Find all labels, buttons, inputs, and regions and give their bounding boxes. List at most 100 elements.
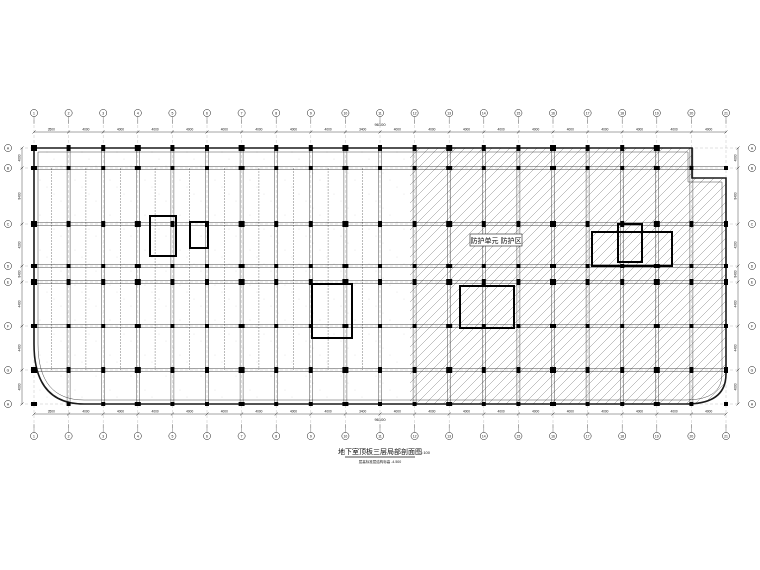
dot [263,368,265,370]
left-dim-label: 4400 [18,344,22,351]
dot [235,340,237,342]
hatch-line [410,148,565,404]
column [446,221,453,227]
column [66,166,71,170]
column [308,367,313,373]
dot [137,207,139,209]
hatch-line [410,148,610,404]
dot [256,291,258,293]
dot [67,172,69,174]
left-axis-label: F [7,324,9,328]
dot [158,228,160,230]
dot [144,389,146,391]
dot [319,214,321,216]
column [446,279,453,285]
zone-label-box [469,233,523,247]
dot [263,158,265,160]
left-dim-tick [20,264,24,268]
column [689,367,694,373]
dot [375,340,377,342]
column [31,367,37,373]
hatch-line [613,148,726,404]
column [689,279,694,285]
hatch-line [586,148,726,404]
dot [102,312,104,314]
bottom-axis-label: 15 [517,434,521,438]
column [550,221,556,227]
right-dim-tick [736,402,740,406]
dot [333,263,335,265]
right-axis-label: E [751,280,754,284]
top-dim-label: 4000 [636,128,643,132]
column [481,279,486,285]
dot [298,228,300,230]
dot [144,249,146,251]
dot [340,375,342,377]
dot [165,340,167,342]
column [238,145,245,151]
hatch-line [410,148,655,404]
dot [228,263,230,265]
top-dim-label: 4000 [186,128,193,132]
dot [235,375,237,377]
dot [319,319,321,321]
top-dim-tick [239,130,244,134]
dot [46,396,48,398]
hatch-line [532,148,726,404]
dot [144,214,146,216]
column [412,402,417,406]
hatch-line [568,148,726,404]
dot [172,277,174,279]
column [134,166,141,170]
column [134,145,141,151]
column [134,279,141,285]
dot [396,326,398,328]
column [308,145,313,151]
bottom-dim-label: 4000 [117,410,124,414]
top-axis-label: 17 [586,111,590,115]
hatch-line [667,148,726,404]
dot [172,172,174,174]
top-axis-label: 9 [310,111,312,115]
column [170,279,175,285]
column [238,264,245,268]
dot [165,235,167,237]
dot [53,263,55,265]
dot [60,165,62,167]
dot [81,361,83,363]
dot [333,158,335,160]
dot [368,298,370,300]
dot [53,298,55,300]
dot [46,256,48,258]
hatch-line [640,148,726,404]
column [274,221,279,227]
left-axis-circle [4,366,12,374]
dot [88,193,90,195]
column [170,402,175,406]
top-axis-label: 7 [241,111,243,115]
overall-dimension-top: 96100 [374,122,386,127]
column [446,367,453,373]
left-axis-circle [4,164,12,172]
hatch-line [410,148,637,404]
top-dim-label: 3500 [48,128,55,132]
dot [256,186,258,188]
dot [375,270,377,272]
dot [235,235,237,237]
dot [186,186,188,188]
dot [347,347,349,349]
top-axis-label: 14 [482,111,486,115]
top-dim-label: 4000 [290,128,297,132]
bottom-axis-label: 4 [137,434,139,438]
dot [305,375,307,377]
right-axis-label: D [751,264,754,268]
top-dim-tick [136,130,140,134]
column [724,324,728,328]
dot [361,396,363,398]
dot [109,319,111,321]
bottom-dim-tick [585,412,590,416]
column [342,166,349,170]
dot [158,193,160,195]
bottom-dim-tick [482,412,486,416]
dot [263,333,265,335]
